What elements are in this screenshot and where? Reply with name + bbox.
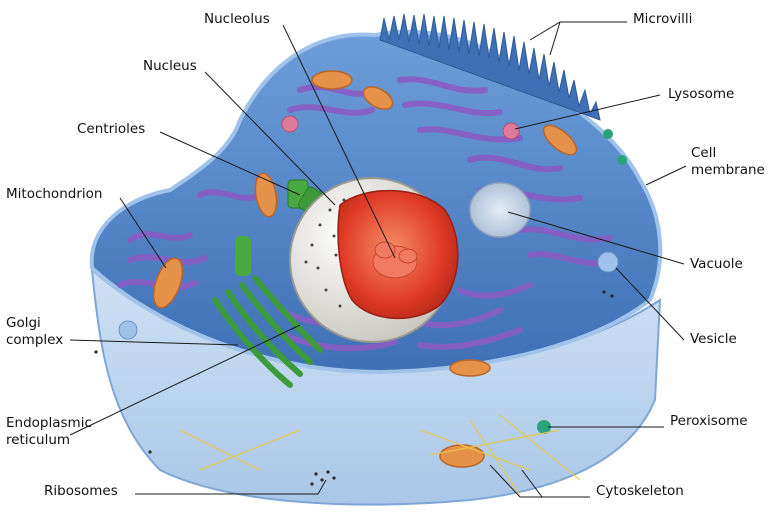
label-vesicle: Vesicle	[690, 331, 737, 348]
label-endoplasmic-reticulum: Endoplasmic reticulum	[6, 415, 92, 449]
label-nucleolus: Nucleolus	[204, 11, 270, 28]
label-golgi-complex: Golgi complex	[6, 315, 63, 349]
vacuole	[470, 183, 530, 237]
lysosome	[503, 123, 519, 139]
leader-cell-membrane	[646, 166, 686, 185]
golgi-stack-top	[235, 236, 251, 276]
label-centrioles: Centrioles	[77, 121, 145, 138]
label-microvilli: Microvilli	[633, 11, 692, 28]
leader-microvilli-a	[530, 22, 627, 40]
label-lysosome: Lysosome	[668, 86, 734, 103]
label-vacuole: Vacuole	[690, 256, 743, 273]
lysosome-2	[282, 116, 298, 132]
label-nucleus: Nucleus	[143, 58, 197, 75]
label-cytoskeleton: Cytoskeleton	[596, 483, 684, 500]
label-ribosomes: Ribosomes	[44, 483, 118, 500]
label-peroxisome: Peroxisome	[670, 413, 748, 430]
label-cell-membrane: Cell membrane	[691, 145, 765, 179]
label-mitochondrion: Mitochondrion	[6, 186, 102, 203]
